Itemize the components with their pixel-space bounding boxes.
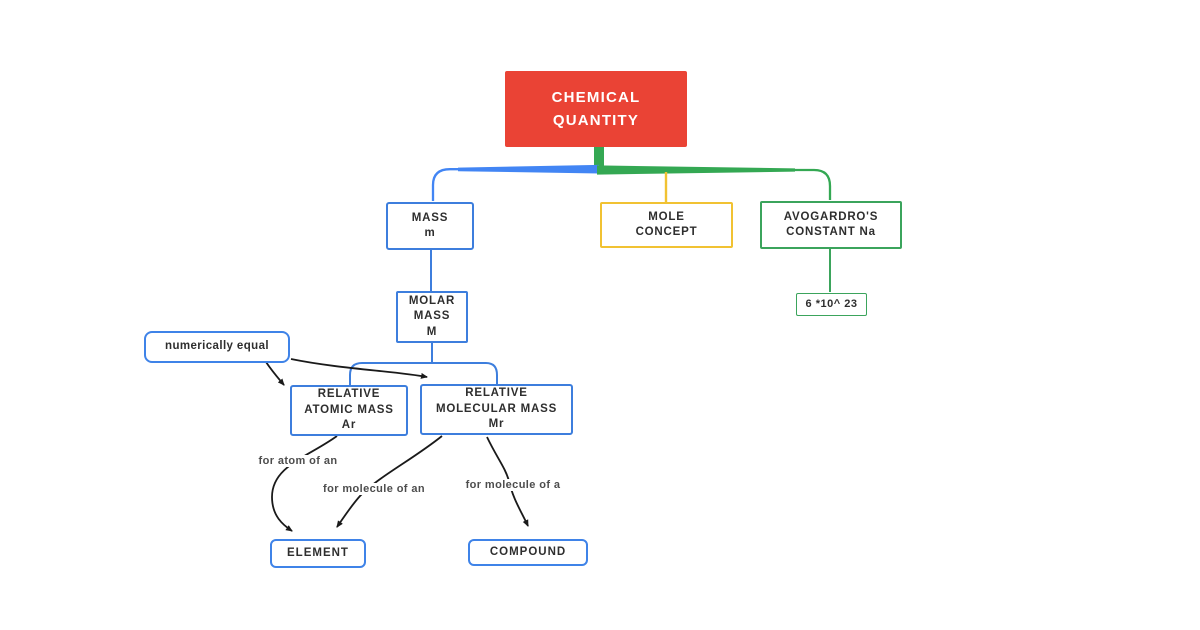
node-label-line: MASS [411,211,449,224]
node-label-line: MOLE [648,210,685,223]
node-label-line: CONCEPT [635,226,698,238]
node-chemical-quantity[interactable]: CHEMICAL QUANTITY [505,71,687,147]
branch-avogadro-connector [597,168,832,200]
node-label-line: MOLAR [408,294,456,307]
node-label-line: COMPOUND [489,545,567,558]
node-avogadro-value[interactable]: 6 *10^ 23 [796,293,867,316]
node-mass[interactable]: MASS m [386,202,474,250]
node-label-line: numerically equal [165,340,269,353]
node-element[interactable]: ELEMENT [270,539,366,568]
node-label-line: QUANTITY [552,112,640,129]
edge-label-for-molecule-of-an: for molecule of an [314,483,434,495]
node-numerically-equal[interactable]: numerically equal [144,331,290,363]
node-compound[interactable]: COMPOUND [468,539,588,566]
node-mole-concept[interactable]: MOLE CONCEPT [600,202,733,248]
node-label-line: MASS [413,310,451,323]
node-label-line: Mr [488,418,505,431]
node-molar-mass[interactable]: MOLAR MASS M [396,291,468,343]
node-relative-molecular-mass[interactable]: RELATIVE MOLECULAR MASS Mr [420,384,573,435]
node-label-line: AVOGARDRO'S [783,210,879,223]
node-label-line: CHEMICAL [551,89,641,106]
branch-mass-taper [458,164,599,174]
node-label-line: CONSTANT Na [786,226,876,238]
node-label-line: ELEMENT [287,546,349,559]
branch-mass-connector [431,168,599,201]
arrow-molecular-to-element [336,435,443,528]
arrow-numeq-to-molecular [290,358,428,379]
arrow-numeq-to-atomic [265,361,285,386]
node-label-line: RELATIVE [465,387,528,400]
node-relative-atomic-mass[interactable]: RELATIVE ATOMIC MASS Ar [290,385,408,436]
node-label-line: Ar [341,419,357,432]
node-label-line: M [426,325,438,338]
node-label-line: MOLECULAR MASS [435,402,558,415]
node-avogadros-constant[interactable]: AVOGARDRO'S CONSTANT Na [760,201,902,249]
node-label-line: RELATIVE [317,388,381,401]
node-label-line: ATOMIC MASS [304,403,394,416]
node-label-line: 6 *10^ 23 [805,297,858,310]
edge-label-for-atom-of-an: for atom of an [250,455,346,467]
branch-avogadro-taper [597,165,795,175]
molar-branch-connector [349,343,498,385]
edge-label-for-molecule-of-a: for molecule of a [457,479,569,491]
node-label-line: m [424,227,436,239]
arrow-atomic-to-element [271,435,338,532]
